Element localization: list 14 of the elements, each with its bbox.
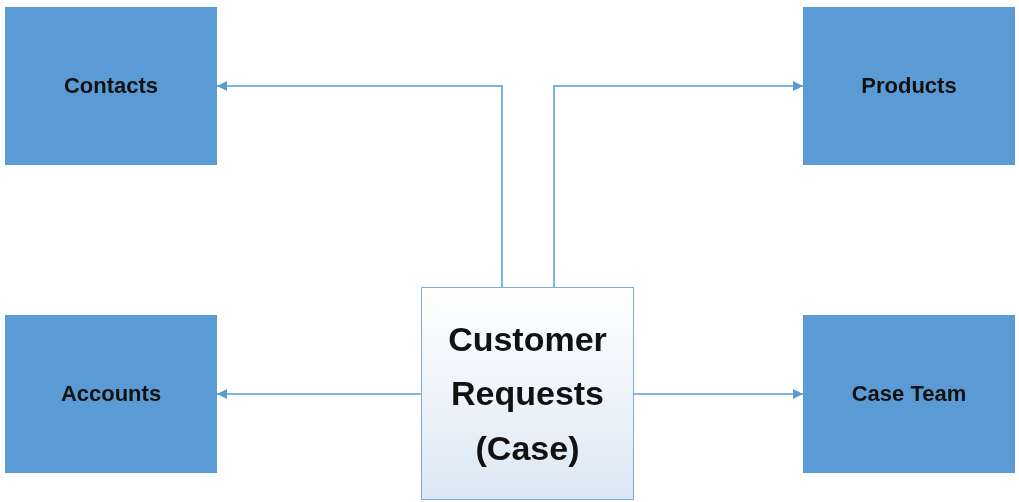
entity-box [5,315,217,473]
node-label: Products [861,72,957,100]
arrow [216,389,422,399]
node-label: Customer Requests (Case) [447,318,608,469]
entity-box [803,7,1015,165]
entity-box [5,7,217,165]
node-label: Contacts [63,72,159,100]
arrow [553,81,804,288]
node-label: Case Team [851,380,967,408]
arrow [633,389,804,399]
case-box [421,287,634,500]
node-label: Accounts [60,380,162,408]
arrow [216,81,503,288]
entity-box [803,315,1015,473]
